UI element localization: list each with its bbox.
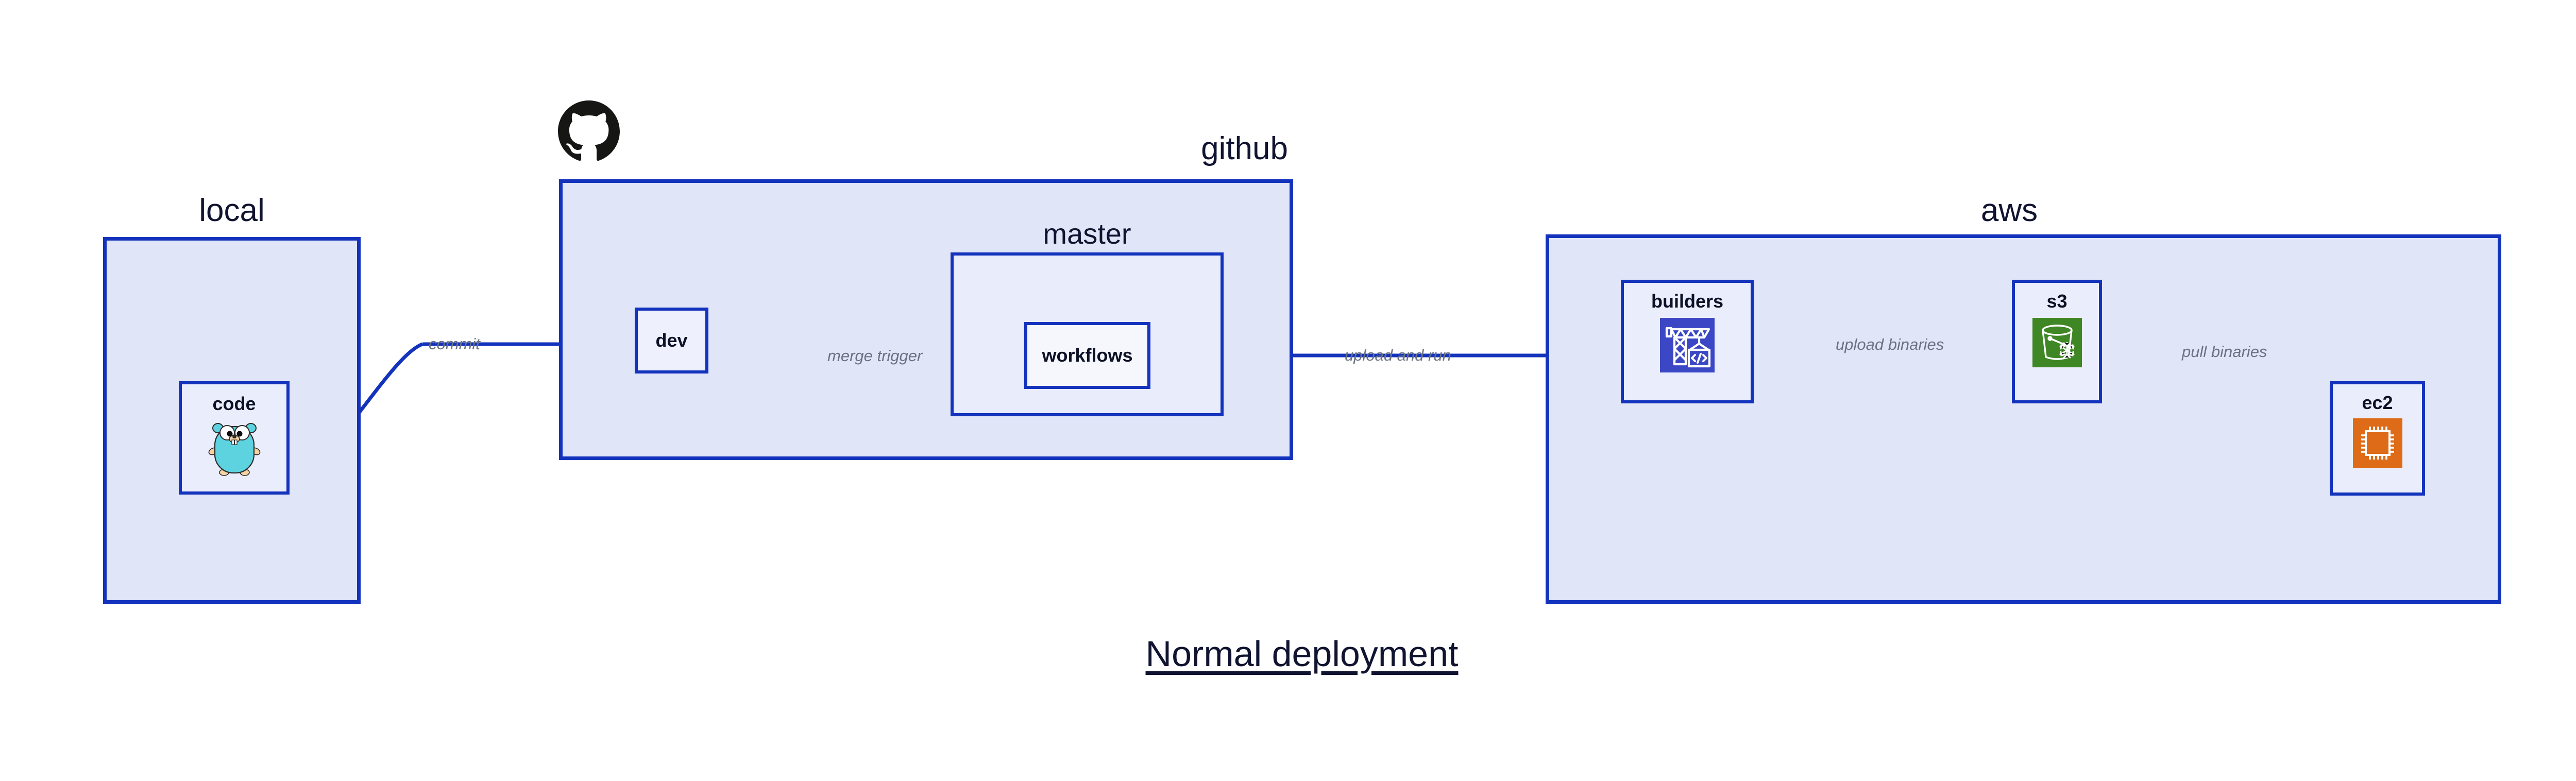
diagram-title: Normal deployment (1145, 634, 1459, 674)
node-s3[interactable]: s3 (2012, 280, 2102, 403)
edge-label-commit: commit (429, 335, 480, 353)
s3-bucket-icon (2032, 318, 2082, 370)
subgroup-label-master: master (1043, 217, 1131, 250)
edge-label-upload-binaries: upload binaries (1836, 335, 1944, 353)
group-label-github: github (1201, 131, 1288, 166)
edge-label-pull-binaries: pull binaries (2182, 343, 2267, 361)
ec2-chip-icon (2352, 418, 2402, 470)
node-code[interactable]: code (179, 381, 290, 495)
github-octocat-icon (558, 100, 620, 162)
group-label-aws: aws (1980, 193, 2038, 228)
node-label-workflows: workflows (1042, 345, 1133, 366)
node-ec2[interactable]: ec2 (2330, 381, 2425, 496)
go-gopher-icon (208, 419, 261, 479)
group-label-local: local (199, 193, 265, 228)
crane-code-icon (1660, 318, 1715, 375)
node-dev[interactable]: dev (635, 308, 708, 373)
edge-label-merge-trigger: merge trigger (827, 347, 923, 365)
node-label-dev: dev (655, 330, 688, 351)
node-label-builders: builders (1651, 291, 1724, 312)
node-label-s3: s3 (2046, 291, 2067, 312)
node-label-code: code (212, 393, 256, 414)
node-builders[interactable]: builders (1621, 280, 1754, 403)
node-label-ec2: ec2 (2362, 392, 2393, 413)
node-workflows[interactable]: workflows (1024, 322, 1150, 389)
edge-label-upload-and-run: upload and run (1345, 346, 1451, 364)
